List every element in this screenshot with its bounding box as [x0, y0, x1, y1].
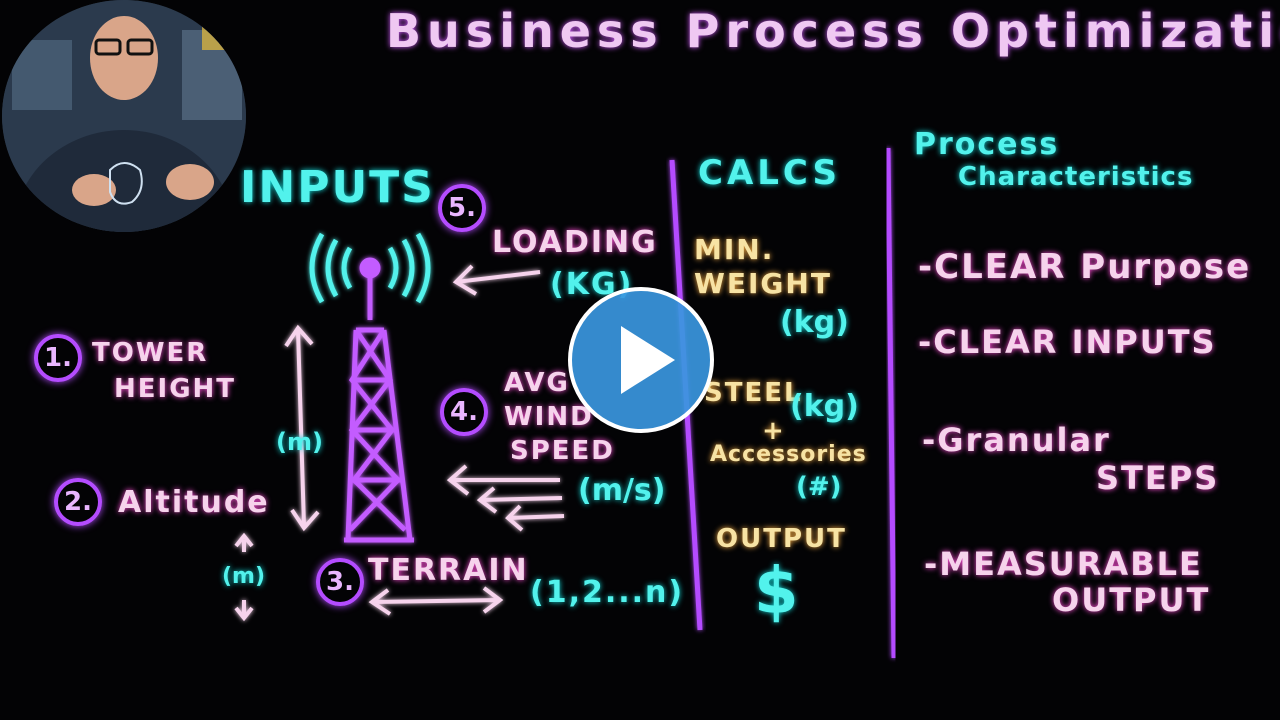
wind-arrow-1: [446, 464, 560, 496]
altitude-label: Altitude: [118, 485, 270, 520]
play-icon: [621, 326, 675, 394]
step-badge-4: 4.: [440, 388, 488, 436]
characteristic-4-line2: OUTPUT: [1052, 581, 1211, 619]
height-unit: (m): [276, 428, 323, 456]
altitude-arrow: [234, 532, 254, 622]
characteristic-3-line2: STEPS: [1096, 459, 1220, 497]
characteristic-2: -CLEAR INPUTS: [918, 323, 1217, 361]
wind-label-line2: WIND: [504, 402, 594, 432]
play-button[interactable]: [568, 287, 714, 433]
divider-calcs-process: [885, 147, 897, 659]
output-label: OUTPUT: [716, 524, 847, 554]
characteristic-1: -CLEAR Purpose: [918, 247, 1252, 287]
wind-label-line3: SPEED: [510, 436, 615, 466]
signal-waves-icon: [309, 232, 431, 304]
page-title: Business Process Optimization: [386, 4, 1280, 58]
presenter-avatar: [2, 0, 246, 232]
inputs-header: INPUTS: [240, 162, 435, 213]
calcs-header: CALCS: [698, 153, 842, 193]
dollar-sign: $: [754, 555, 801, 629]
step-badge-5: 5.: [438, 184, 486, 232]
characteristic-4-line1: -MEASURABLE: [924, 545, 1203, 583]
min-weight-unit: (kg): [780, 305, 849, 340]
steel-label: STEEL: [704, 378, 803, 408]
wind-unit: (m/s): [578, 473, 666, 508]
tower-label-line1: TOWER: [92, 338, 209, 368]
tower-icon: [344, 257, 414, 543]
altitude-unit: (m): [222, 564, 266, 589]
tower-label-line2: HEIGHT: [114, 374, 237, 404]
step-badge-1: 1.: [34, 334, 82, 382]
accessories-unit: (#): [796, 472, 842, 502]
steel-unit: (kg): [790, 389, 859, 424]
plus-sign: +: [762, 416, 786, 446]
wind-label-line1: AVG: [504, 368, 570, 398]
loading-label: LOADING: [492, 225, 658, 260]
presenter-webcam: [2, 0, 246, 232]
wind-arrow-3: [505, 504, 565, 532]
loading-arrow: [452, 264, 541, 296]
accessories-label: Accessories: [710, 442, 867, 467]
terrain-label: TERRAIN: [368, 553, 529, 588]
terrain-arrow: [368, 586, 504, 616]
characteristic-3-line1: -Granular: [922, 421, 1111, 459]
min-weight-line2: WEIGHT: [694, 267, 832, 300]
process-header-line2: Characteristics: [958, 162, 1194, 192]
step-badge-3: 3.: [316, 558, 364, 606]
step-badge-2: 2.: [54, 478, 102, 526]
min-weight-line1: MIN.: [694, 233, 775, 266]
wind-arrow-2: [476, 486, 563, 514]
terrain-values: (1,2...n): [530, 575, 685, 610]
height-arrow: [284, 324, 320, 532]
process-header-line1: Process: [914, 127, 1060, 162]
